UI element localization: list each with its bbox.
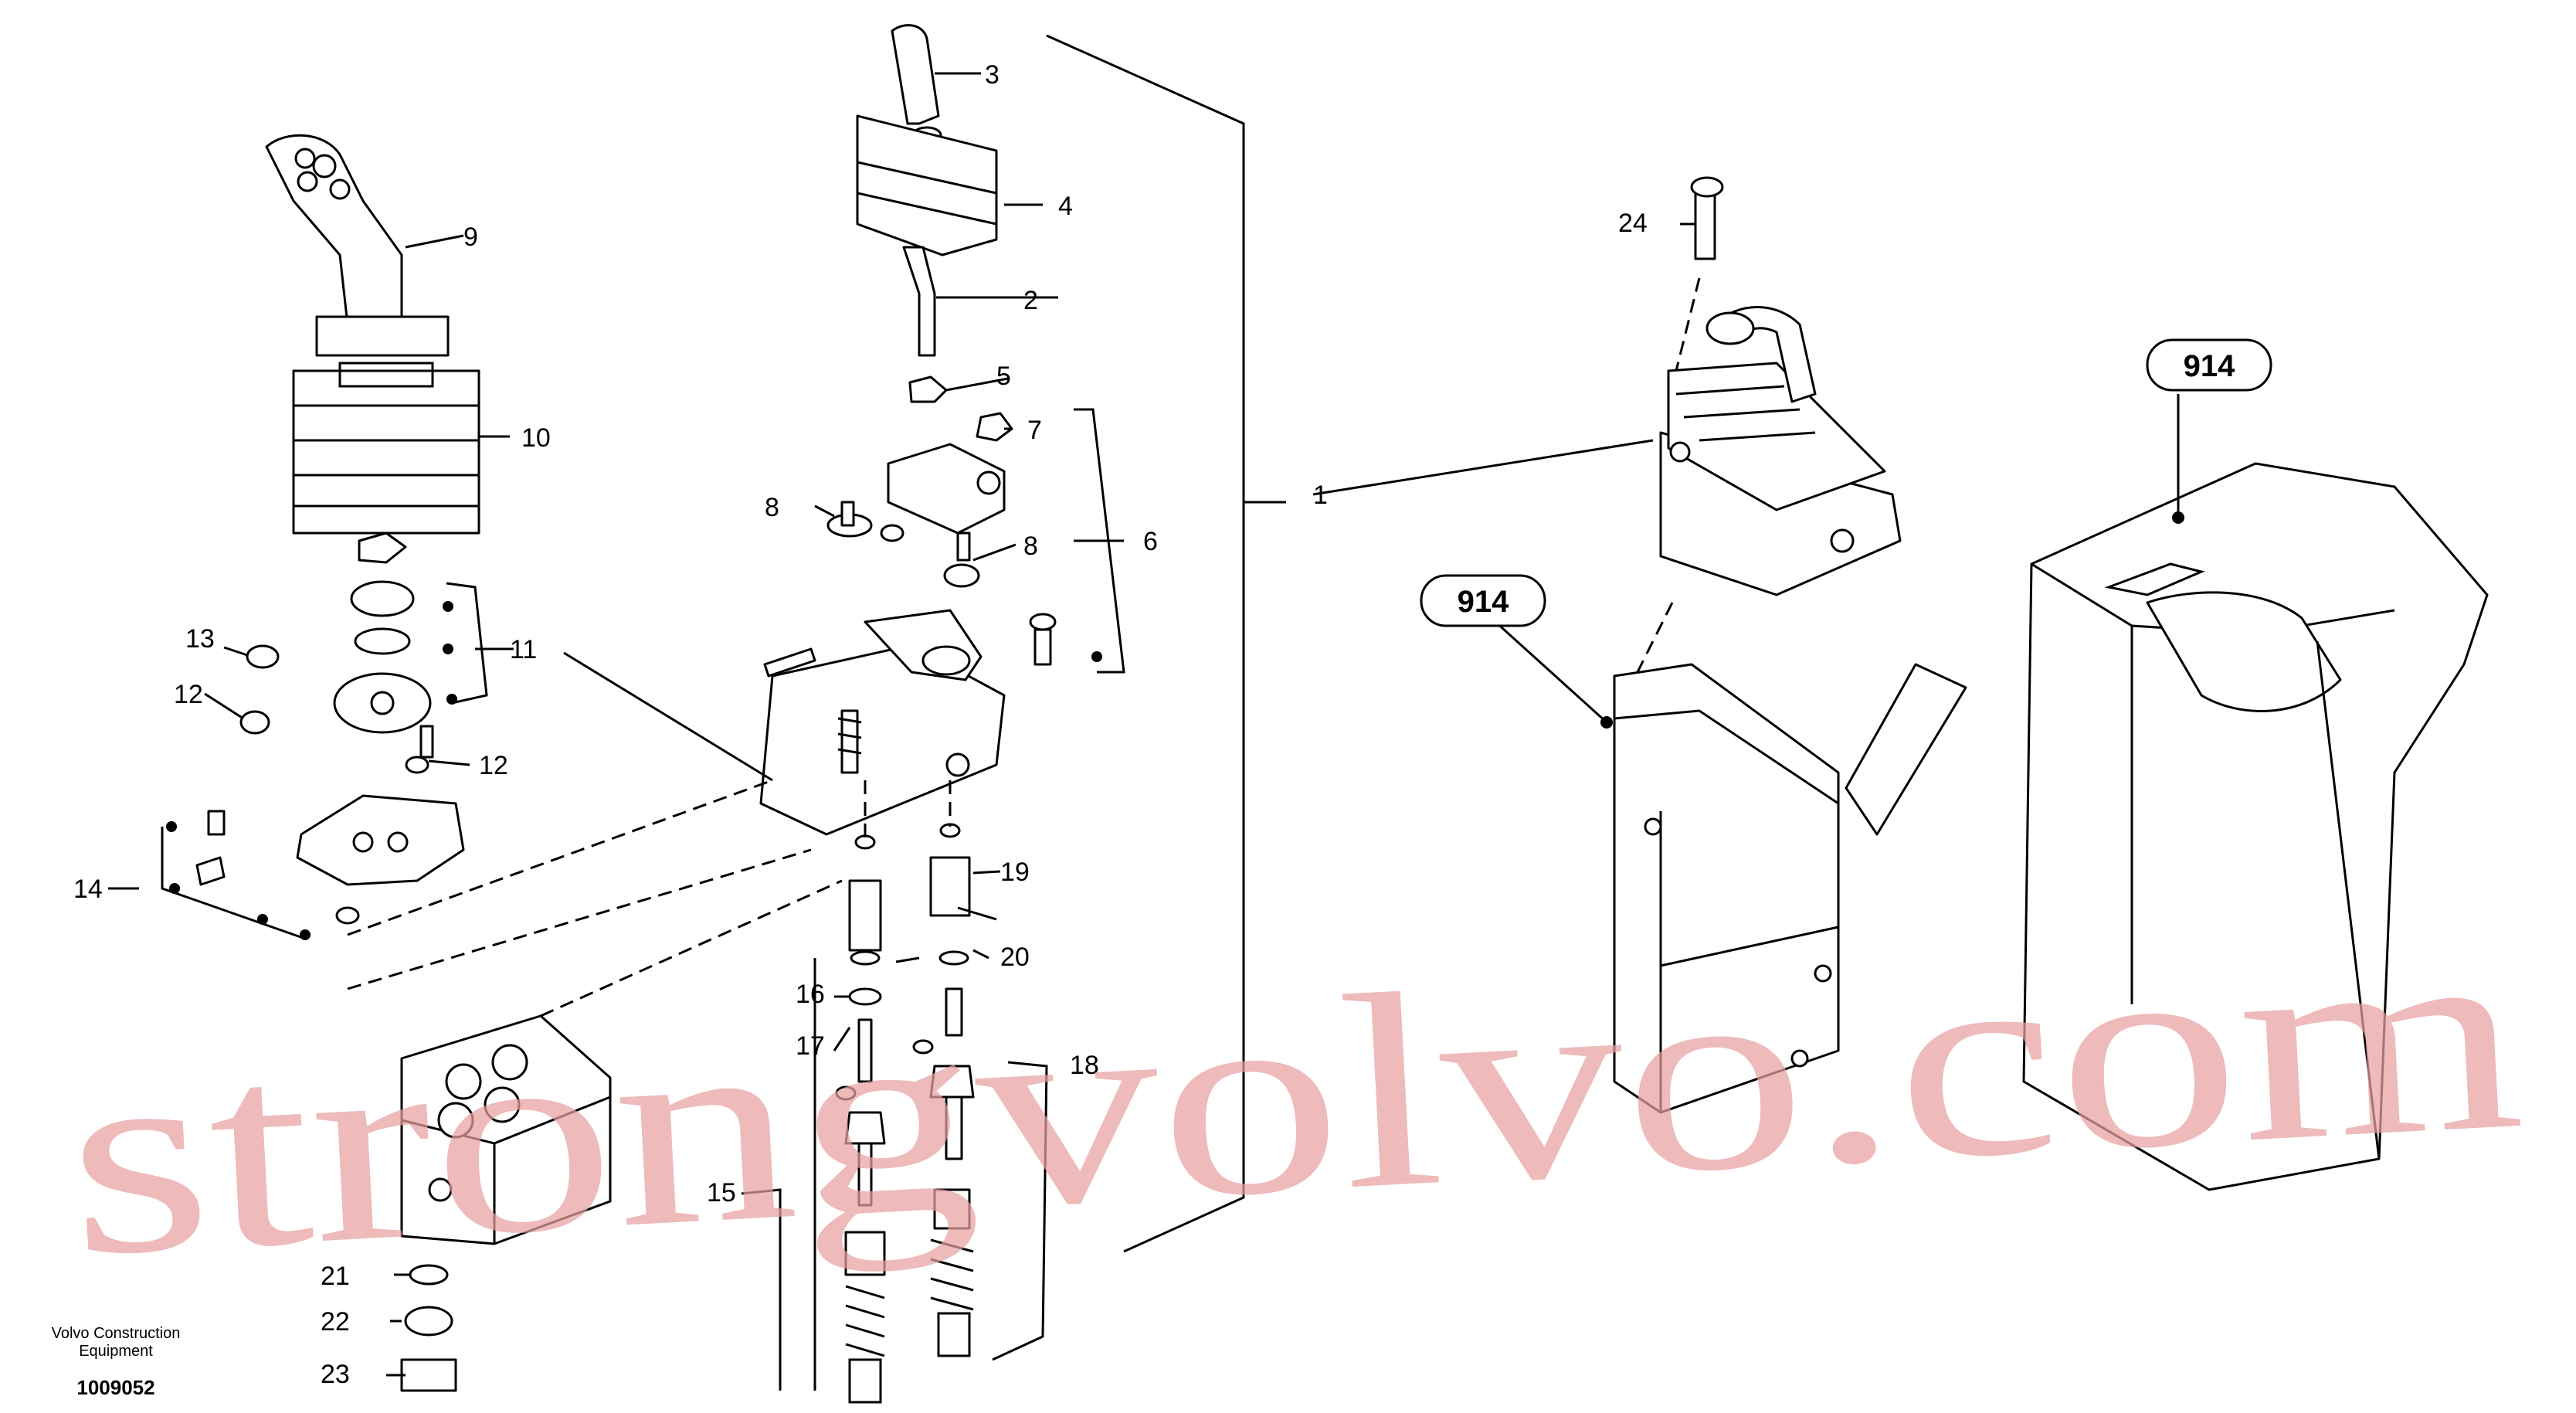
part-labels: 1 2 3 4 5 6 7 8 8 9 10 11 12 12 13 14 15… xyxy=(73,60,1648,1389)
label-14: 14 xyxy=(73,875,103,904)
watermark-text: strongvolvo.com xyxy=(60,878,2530,1315)
label-3: 3 xyxy=(985,60,1000,90)
label-17: 17 xyxy=(796,1031,825,1061)
label-20: 20 xyxy=(1000,943,1030,972)
label-23: 23 xyxy=(321,1360,350,1389)
label-9: 9 xyxy=(463,222,478,252)
label-8a: 8 xyxy=(765,493,779,522)
label-6: 6 xyxy=(1143,527,1158,556)
maker-line-1: Volvo Construction xyxy=(52,1325,181,1342)
label-11: 11 xyxy=(510,635,537,664)
assembled-control-unit xyxy=(1659,176,1902,596)
knob-and-boot xyxy=(856,24,998,403)
leader-lines xyxy=(108,34,2180,1391)
mounting-plate xyxy=(166,601,465,940)
drawing-number: 1009052 xyxy=(76,1376,154,1399)
label-19: 19 xyxy=(1000,858,1030,887)
label-12b: 12 xyxy=(174,680,203,709)
label-18: 18 xyxy=(1070,1051,1099,1080)
callout-914-left: 914 xyxy=(1420,574,1546,627)
label-16: 16 xyxy=(796,980,825,1009)
rubber-boot xyxy=(292,362,480,535)
callout-914-right-text: 914 xyxy=(2184,349,2235,383)
label-21: 21 xyxy=(321,1262,350,1291)
bolts-12-13 xyxy=(239,644,434,774)
plug-parts xyxy=(400,1264,457,1392)
callout-914-left-text: 914 xyxy=(1458,585,1509,619)
label-2: 2 xyxy=(1023,286,1038,315)
label-10: 10 xyxy=(521,423,551,453)
callout-914-right: 914 xyxy=(2146,338,2272,392)
label-22: 22 xyxy=(321,1307,350,1337)
label-4: 4 xyxy=(1058,192,1073,221)
nuts-washers xyxy=(333,532,432,734)
label-5: 5 xyxy=(996,362,1011,391)
label-1: 1 xyxy=(1313,481,1328,510)
label-24: 24 xyxy=(1618,209,1648,238)
label-8b: 8 xyxy=(1023,532,1038,561)
label-13: 13 xyxy=(185,624,215,654)
label-7: 7 xyxy=(1027,416,1042,445)
valve-block xyxy=(400,1014,612,1245)
maker-line-2: Equipment xyxy=(79,1343,153,1360)
bracket-assembly xyxy=(826,412,1013,588)
label-15: 15 xyxy=(707,1178,736,1208)
gimbal-plate xyxy=(759,609,1102,836)
joystick-handle xyxy=(265,134,450,357)
plunger-column-right xyxy=(912,823,975,1357)
dashed-projection-lines xyxy=(347,277,1701,1017)
support-frame xyxy=(1600,663,1967,1114)
console-cover xyxy=(2022,462,2489,1191)
label-12a: 12 xyxy=(479,751,508,780)
footer-block: Volvo Construction Equipment 1009052 xyxy=(52,1325,181,1399)
plunger-column-left xyxy=(835,834,886,1404)
